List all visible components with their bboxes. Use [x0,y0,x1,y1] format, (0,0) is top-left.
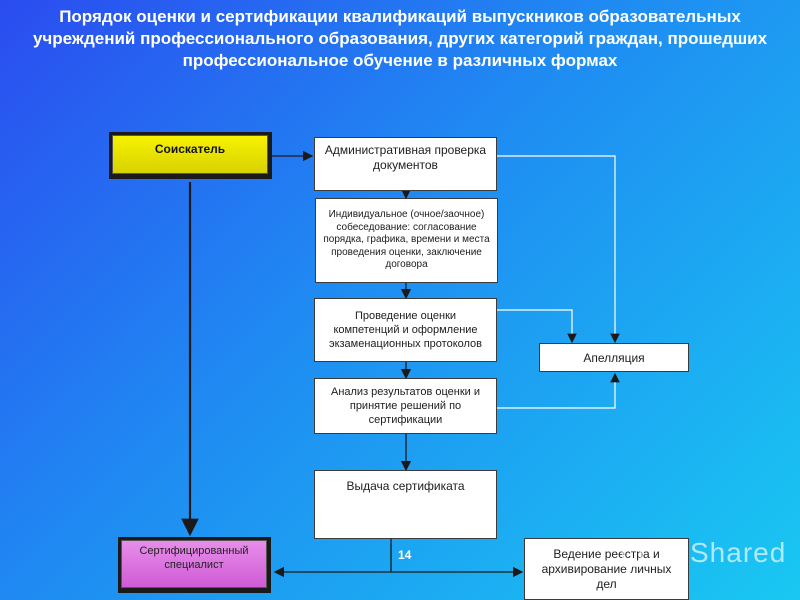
analysis-label: Анализ результатов оценки и принятие реш… [330,386,481,426]
line-assessment-to-appeal [497,309,577,344]
certified-label: Сертифицированный специалист [121,540,267,588]
line-admin-to-appeal [497,155,620,344]
watermark-logo-icon [622,541,642,567]
watermark-text: Shared [690,537,786,569]
appeal-box: Апелляция [539,343,689,372]
registry-label: Ведение реестра и архивирование личных д… [541,546,672,591]
appeal-label: Апелляция [583,350,645,365]
seeker-box: Соискатель [109,132,272,179]
assessment-label: Проведение оценки компетенций и оформлен… [328,310,483,350]
admin-check-label: Административная проверка документов [324,143,487,172]
page-number: 14 [398,548,412,562]
interview-label: Индивидуальное (очное/заочное) собеседов… [323,209,490,271]
certified-box: Сертифицированный специалист [118,537,271,593]
analysis-box: Анализ результатов оценки и принятие реш… [314,378,497,434]
watermark-label: Shared [690,537,787,568]
assessment-box: Проведение оценки компетенций и оформлен… [314,298,497,362]
registry-box: Ведение реестра и архивирование личных д… [524,538,689,600]
seeker-label: Соискатель [112,135,268,174]
admin-check-box: Административная проверка документов [314,137,497,191]
interview-box: Индивидуальное (очное/заочное) собеседов… [315,198,498,283]
line-analysis-to-appeal [497,372,620,409]
issue-label: Выдача сертификата [346,479,465,493]
page-title: Порядок оценки и сертификации квалификац… [32,7,768,70]
issue-box: Выдача сертификата [314,470,497,539]
